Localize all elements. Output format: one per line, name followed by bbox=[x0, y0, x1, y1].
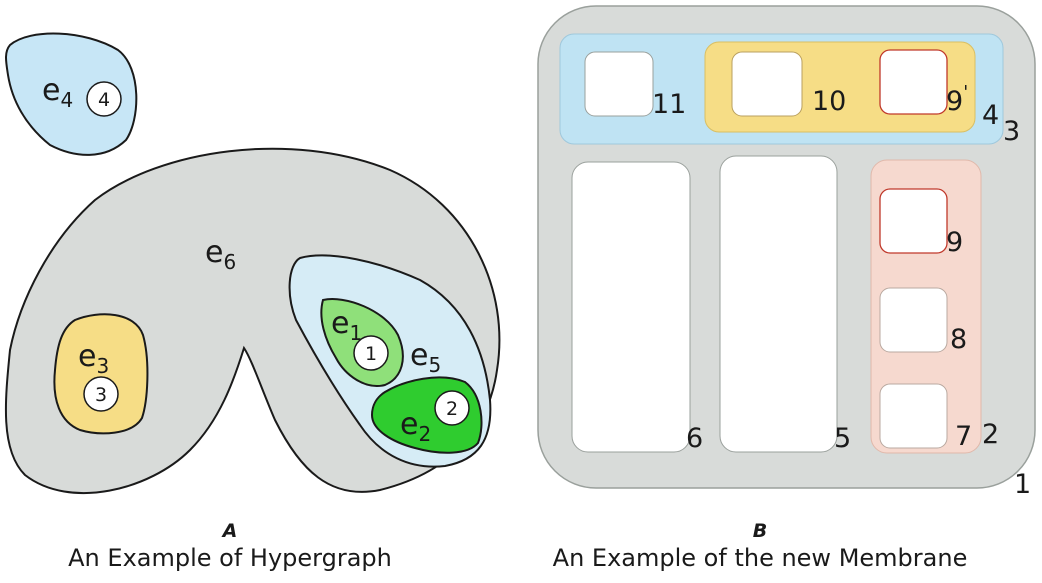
membrane-6 bbox=[571, 161, 691, 453]
membrane-10-label: 10 bbox=[812, 86, 846, 117]
vertex-1-node bbox=[353, 335, 389, 371]
caption-b: B An Example of the new Membrane bbox=[540, 519, 980, 573]
membrane-7-label: 7 bbox=[955, 421, 972, 452]
hyperedge-e1-sub: 1 bbox=[349, 321, 362, 345]
membrane-9 bbox=[879, 188, 948, 254]
membrane-1-label: 1 bbox=[1014, 469, 1031, 500]
hyperedge-e1-base: e bbox=[331, 306, 349, 341]
membrane-2-label: 2 bbox=[982, 419, 999, 450]
hyperedge-e5-base: e bbox=[410, 338, 428, 373]
membrane-3-label: 3 bbox=[1003, 116, 1020, 147]
hyperedge-e3-label: e3 bbox=[78, 339, 109, 378]
membrane-5 bbox=[719, 155, 838, 453]
membrane-7 bbox=[879, 383, 948, 449]
hyperedge-e1-label: e1 bbox=[331, 306, 362, 345]
membrane-5-label: 5 bbox=[834, 423, 851, 454]
membrane-panel bbox=[537, 5, 1036, 489]
membrane-11 bbox=[584, 51, 654, 117]
hyperedge-e4-sub: 4 bbox=[60, 88, 73, 112]
hyperedge-e4-label: e4 bbox=[42, 73, 73, 112]
membrane-labels: 11 10 9' 4 3 9 8 7 2 6 5 1 bbox=[652, 82, 1031, 500]
hyperedge-e3 bbox=[53, 313, 149, 435]
hyperedge-e6-base: e bbox=[205, 235, 223, 270]
membrane-10 bbox=[731, 51, 803, 117]
hyperedge-e4 bbox=[5, 32, 138, 156]
hyperedge-e3-sub: 3 bbox=[96, 354, 109, 378]
membrane-4-label: 4 bbox=[982, 100, 999, 131]
hyperedge-e5-label: e5 bbox=[410, 338, 441, 377]
membrane-9-prime-mark: ' bbox=[963, 82, 968, 103]
membrane-6-label: 6 bbox=[686, 423, 703, 454]
vertex-2-label: 2 bbox=[446, 398, 458, 420]
vertex-4-label: 4 bbox=[98, 89, 110, 111]
caption-a-letter: A bbox=[222, 520, 238, 542]
vertex-1-label: 1 bbox=[365, 343, 377, 365]
hyperedge-e4-base: e bbox=[42, 73, 60, 108]
hyperedge-e6-label: e6 bbox=[205, 235, 236, 274]
hyperedge-e5-sub: 5 bbox=[428, 353, 441, 377]
hyperedge-e6-sub: 6 bbox=[223, 250, 236, 274]
membrane-8-label: 8 bbox=[950, 324, 967, 355]
hyperedge-e2-sub: 2 bbox=[418, 422, 431, 446]
hypergraph-labels: 4 1 2 3 e4 e6 e1 e5 e2 e3 bbox=[42, 73, 458, 446]
caption-a: A An Example of Hypergraph bbox=[20, 519, 440, 573]
vertex-3-node bbox=[83, 376, 119, 412]
membrane-11-label: 11 bbox=[652, 89, 686, 120]
caption-b-letter: B bbox=[752, 520, 768, 542]
membrane-9-label: 9 bbox=[946, 227, 963, 258]
vertex-3-label: 3 bbox=[95, 384, 107, 406]
caption-b-text: An Example of the new Membrane bbox=[552, 544, 968, 572]
caption-a-text: An Example of Hypergraph bbox=[68, 544, 392, 572]
hyperedge-e2-base: e bbox=[400, 407, 418, 442]
membrane-9-prime bbox=[879, 49, 948, 115]
membrane-9-prime-base: 9 bbox=[946, 86, 963, 117]
hyperedge-e2-label: e2 bbox=[400, 407, 431, 446]
vertex-4-node bbox=[86, 81, 122, 117]
membrane-9-prime-label: 9' bbox=[946, 82, 968, 117]
vertex-2-node bbox=[434, 390, 470, 426]
membrane-8 bbox=[879, 287, 948, 353]
hyperedge-e3-base: e bbox=[78, 339, 96, 374]
hypergraph-panel bbox=[4, 32, 501, 494]
